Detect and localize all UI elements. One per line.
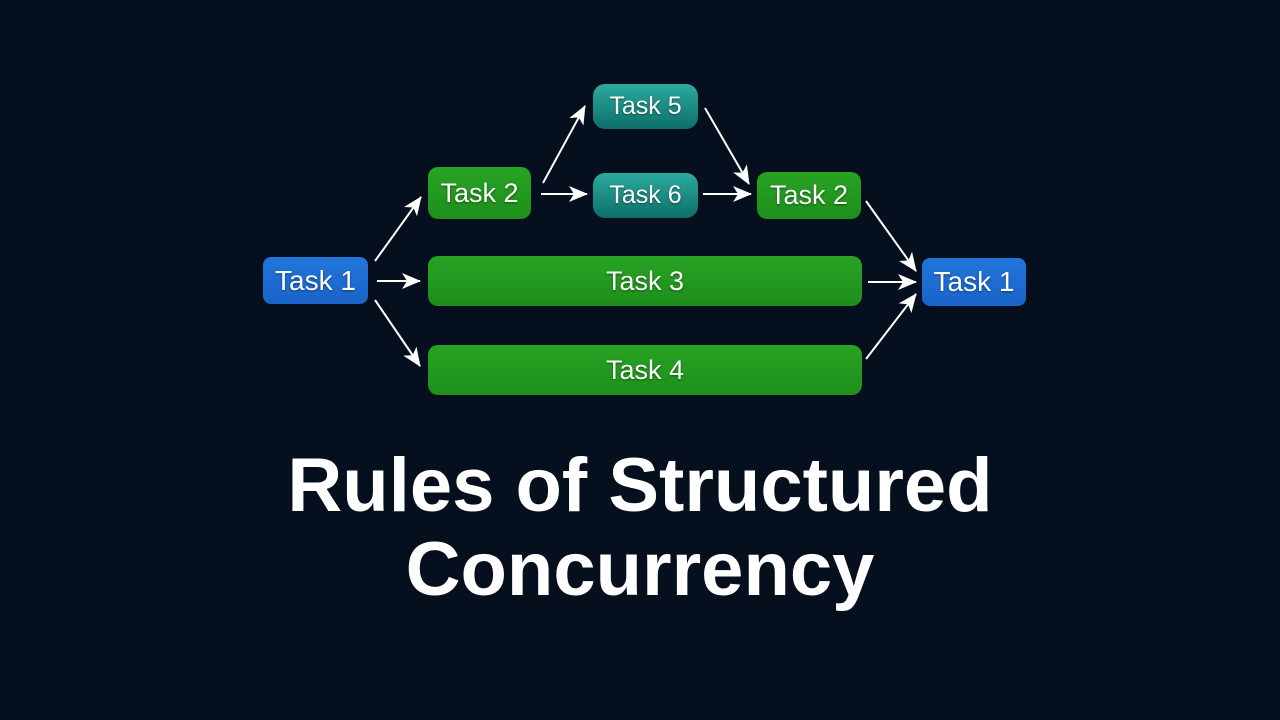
slide-title-line2: Concurrency (405, 527, 875, 612)
arrow-task2-to-task1 (865, 200, 917, 272)
arrow-task1-to-task4 (374, 299, 421, 367)
arrow-task1-to-task2 (374, 196, 422, 262)
node-task2-start: Task 2 (428, 167, 531, 219)
slide-title: Rules of Structured Concurrency (0, 444, 1280, 612)
node-task1-start: Task 1 (263, 257, 368, 304)
slide-title-line1: Rules of Structured (287, 443, 993, 528)
arrow-task2-to-task5 (542, 105, 586, 184)
node-task1-end: Task 1 (922, 258, 1026, 306)
arrow-task4-to-task1 (865, 293, 917, 360)
node-task4: Task 4 (428, 345, 862, 395)
node-task5: Task 5 (593, 84, 698, 129)
node-task6: Task 6 (593, 173, 698, 218)
arrow-task5-to-task2 (704, 107, 750, 185)
node-task3: Task 3 (428, 256, 862, 306)
node-task2-end: Task 2 (757, 172, 861, 219)
